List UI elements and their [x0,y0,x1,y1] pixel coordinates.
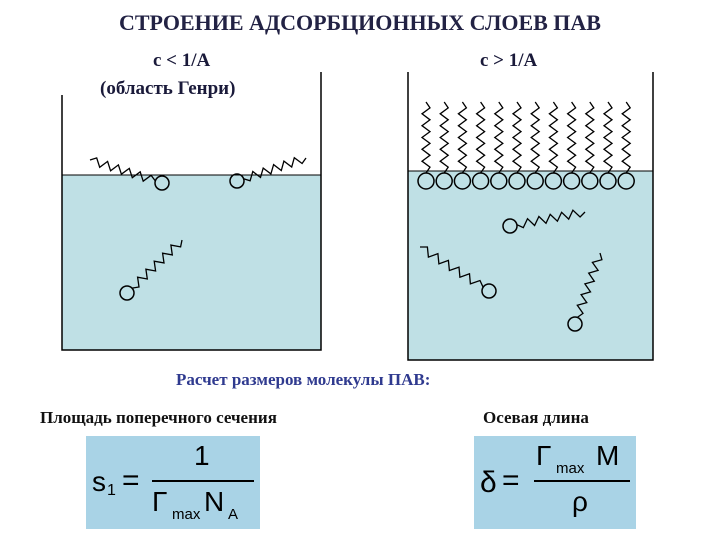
surfactant-tail [602,101,614,174]
surfactant-tail [516,209,586,229]
surfactant-tail [243,156,307,182]
molecule-monolayer-5 [490,101,508,190]
surfactant-tail [439,101,450,174]
molecule-right-bulk-3 [567,252,603,332]
surfactant-head [502,218,518,234]
molecule-monolayer-6 [508,101,526,190]
molecule-monolayer-7 [526,101,544,190]
axial-length-label: Осевая длина [483,408,589,427]
f1-n-sub: A [228,506,239,523]
calc-heading: Расчет размеров молекулы ПАВ: [176,370,431,389]
right-beaker [407,72,654,361]
cross-section-area-label: Площадь поперечного сечения [40,408,277,427]
surfactant-head [119,285,135,301]
f2-denominator: ρ [572,486,588,517]
surfactant-tail [493,101,504,174]
f1-gamma-sub: max [172,506,201,523]
surfactant-tail [420,101,432,174]
molecule-monolayer-11 [599,101,617,190]
surfactant-tail [548,101,559,174]
f1-lhs: s [92,466,106,497]
surfactant-tail [621,101,632,174]
surfactant-tail [457,101,468,174]
surfactant-tail [420,246,484,288]
surfactant-head [481,283,497,299]
f2-equals: = [502,464,520,497]
molecule-monolayer-8 [544,101,563,190]
surfactant-tail [475,101,486,174]
molecule-monolayer-9 [562,101,581,190]
surfactant-head [154,175,170,191]
molecule-monolayer-1 [417,101,435,190]
surfactant-head [567,316,583,332]
molecule-right-bulk-1 [502,209,586,234]
f2-fraction-bar [534,480,630,482]
molecule-monolayer-2 [435,101,453,190]
surfactant-tail [131,239,183,289]
left-beaker [61,72,322,351]
molecule-monolayer-4 [471,101,490,190]
surfactant-tail [530,101,541,174]
molecule-monolayer-10 [581,101,599,190]
left-beaker-outline [61,72,322,351]
right-water [408,171,653,360]
f2-lhs: δ [480,466,497,499]
molecule-right-bulk-2 [420,246,497,299]
diagram-title: СТРОЕНИЕ АДСОРБЦИОННЫХ СЛОЕВ ПАВ [119,10,601,35]
surfactant-molecules [89,101,635,332]
f2-gamma: Γ [536,440,552,471]
molecule-left-bulk [119,239,183,301]
right-concentration-label: c > 1/A [480,50,538,71]
left-water [62,175,321,350]
surfactant-tail [511,101,523,174]
surfactant-tail [584,101,595,174]
left-concentration-label: c < 1/A [153,50,211,71]
molecule-monolayer-12 [617,101,635,190]
f1-lhs-sub: 1 [107,482,116,499]
f1-numerator: 1 [194,440,210,471]
right-beaker-outline [407,72,654,361]
molecule-monolayer-3 [453,101,472,190]
surfactant-head [229,173,245,189]
f1-fraction-bar [152,480,254,482]
molecule-left-surface-1 [89,157,170,191]
surfactant-tail [576,252,603,318]
f2-m: M [596,440,620,471]
f2-gamma-sub: max [556,460,585,477]
f1-gamma: Γ [152,486,168,517]
molecule-left-surface-2 [229,156,307,189]
surfactant-tail [566,101,577,174]
f1-equals: = [122,464,140,497]
surfactant-tail [89,157,156,183]
f1-n: N [204,486,225,517]
area-formula: s 1 = 1 Γ max N A [86,436,260,529]
axial-length-formula: δ = Γ max M ρ [474,436,636,529]
henry-region-label: (область Генри) [100,78,236,99]
